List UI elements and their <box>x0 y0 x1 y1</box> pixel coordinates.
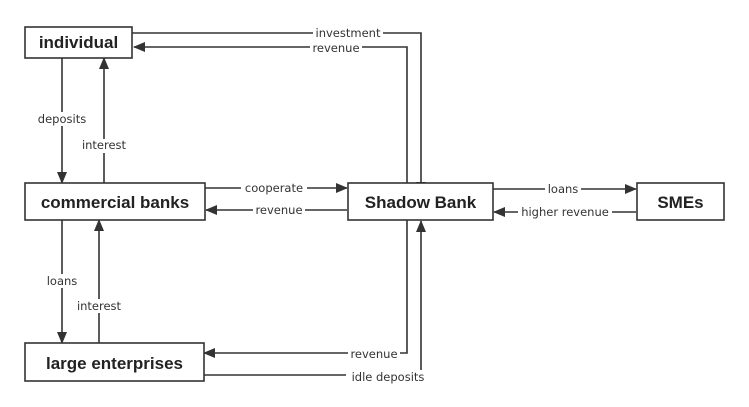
node-smes: SMEs <box>636 182 725 221</box>
edge-deposits: deposits <box>34 58 90 184</box>
node-shadow-bank-label: Shadow Bank <box>365 193 477 212</box>
edge-loans-to-enterprises-label: loans <box>47 274 78 288</box>
edge-higher-revenue: higher revenue <box>493 205 636 219</box>
edge-loans-to-smes-label: loans <box>548 182 579 196</box>
edge-loans-to-enterprises: loans <box>42 220 82 344</box>
edge-revenue-to-banks: revenue <box>205 203 347 217</box>
node-individual: individual <box>24 26 133 59</box>
edge-interest-to-individual-label: interest <box>82 138 127 152</box>
edge-revenue-to-banks-label: revenue <box>255 203 302 217</box>
edge-investment-label: investment <box>316 26 381 40</box>
edge-deposits-label: deposits <box>38 112 86 126</box>
edge-revenue-to-individual-label: revenue <box>312 41 359 55</box>
edge-revenue-to-enterprises-label: revenue <box>350 347 397 361</box>
node-individual-label: individual <box>39 33 118 52</box>
edge-idle-deposits: idle deposits <box>204 220 430 384</box>
node-smes-label: SMEs <box>657 193 703 212</box>
edge-interest-to-banks-label: interest <box>77 299 122 313</box>
node-commercial-banks-label: commercial banks <box>41 193 189 212</box>
node-commercial-banks: commercial banks <box>24 182 206 221</box>
edge-cooperate-label: cooperate <box>245 181 303 195</box>
edge-revenue-to-enterprises-line <box>203 220 408 358</box>
edge-interest-to-banks: interest <box>73 219 125 343</box>
edge-revenue-to-individual-line <box>133 42 408 193</box>
edge-higher-revenue-label: higher revenue <box>521 205 609 219</box>
node-shadow-bank: Shadow Bank <box>347 182 494 221</box>
edge-cooperate: cooperate <box>205 181 348 195</box>
node-large-enterprises-label: large enterprises <box>46 354 183 373</box>
edge-investment-line <box>132 32 426 194</box>
node-large-enterprises: large enterprises <box>24 342 205 382</box>
edge-idle-deposits-label: idle deposits <box>352 370 425 384</box>
edge-investment: investment <box>132 26 426 194</box>
edge-loans-to-smes: loans <box>493 182 637 196</box>
edge-revenue-to-individual: revenue <box>133 41 408 193</box>
edge-interest-to-individual: interest <box>78 57 130 183</box>
edge-revenue-to-enterprises: revenue <box>203 220 408 361</box>
